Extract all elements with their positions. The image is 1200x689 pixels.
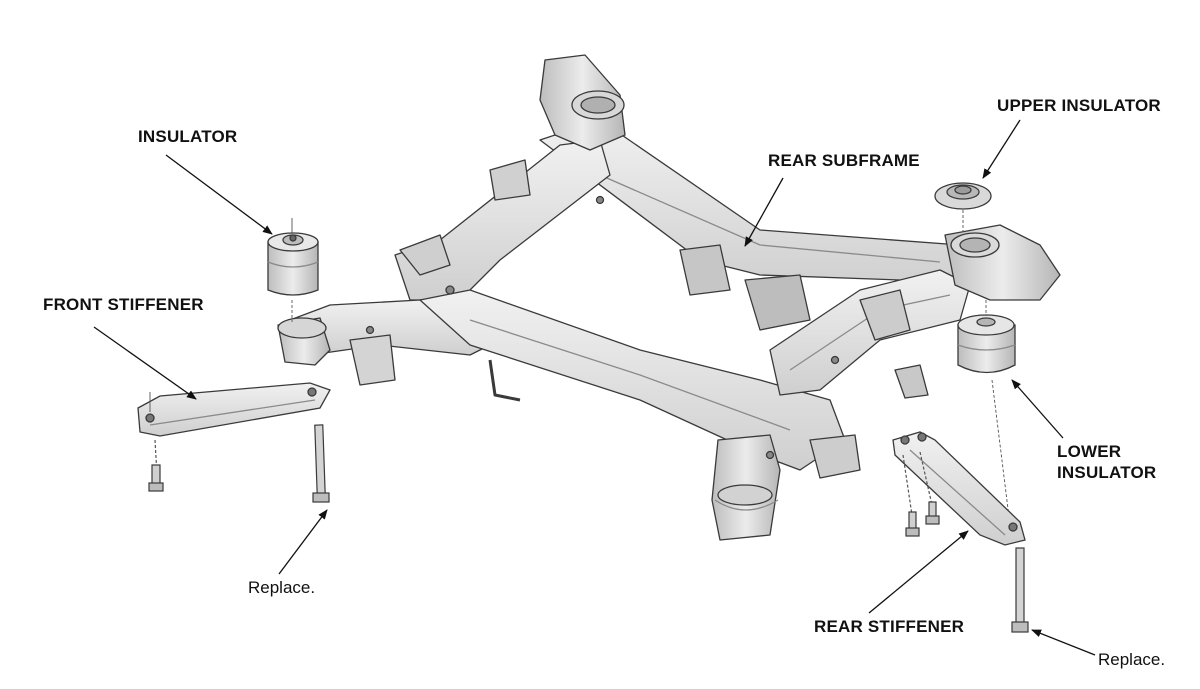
label-insulator: INSULATOR: [138, 127, 238, 146]
rear-long-bolt: [1011, 547, 1029, 633]
leader-replace-front: [278, 509, 328, 575]
leader-rear-subframe: [744, 177, 784, 247]
lower-insulator-part: [957, 314, 1016, 374]
leader-lower-insulator: [1011, 379, 1064, 439]
label-front-stiffener: FRONT STIFFENER: [43, 295, 204, 314]
label-lower-insulator-line1: LOWER: [1057, 442, 1122, 461]
label-upper-insulator: UPPER INSULATOR: [997, 96, 1161, 115]
leader-replace-rear: [1031, 629, 1096, 656]
upper-insulator-part: [934, 182, 992, 210]
rear-subframe-part: [277, 54, 1061, 541]
leader-upper-insulator: [982, 119, 1021, 179]
label-rear-subframe: REAR SUBFRAME: [768, 151, 920, 170]
label-lower-insulator-line2: INSULATOR: [1057, 463, 1157, 482]
rear-small-bolts: [902, 451, 940, 537]
note-replace-rear: Replace.: [1098, 650, 1166, 669]
insulator-part: [267, 232, 319, 296]
front-stiffener-part: [137, 382, 331, 437]
label-rear-stiffener: REAR STIFFENER: [814, 617, 965, 636]
leader-insulator: [165, 154, 273, 235]
front-small-bolt: [148, 439, 164, 492]
lower-insulator-bolt-line: [991, 379, 1011, 526]
leader-rear-stiffener: [868, 530, 969, 614]
leader-front-stiffener: [93, 326, 197, 400]
rear-stiffener-part: [892, 431, 1026, 546]
front-long-bolt: [312, 424, 330, 503]
label-lower-insulator: LOWER INSULATOR: [1057, 441, 1156, 483]
note-replace-front: Replace.: [248, 578, 316, 597]
leader-lines: [93, 119, 1096, 656]
